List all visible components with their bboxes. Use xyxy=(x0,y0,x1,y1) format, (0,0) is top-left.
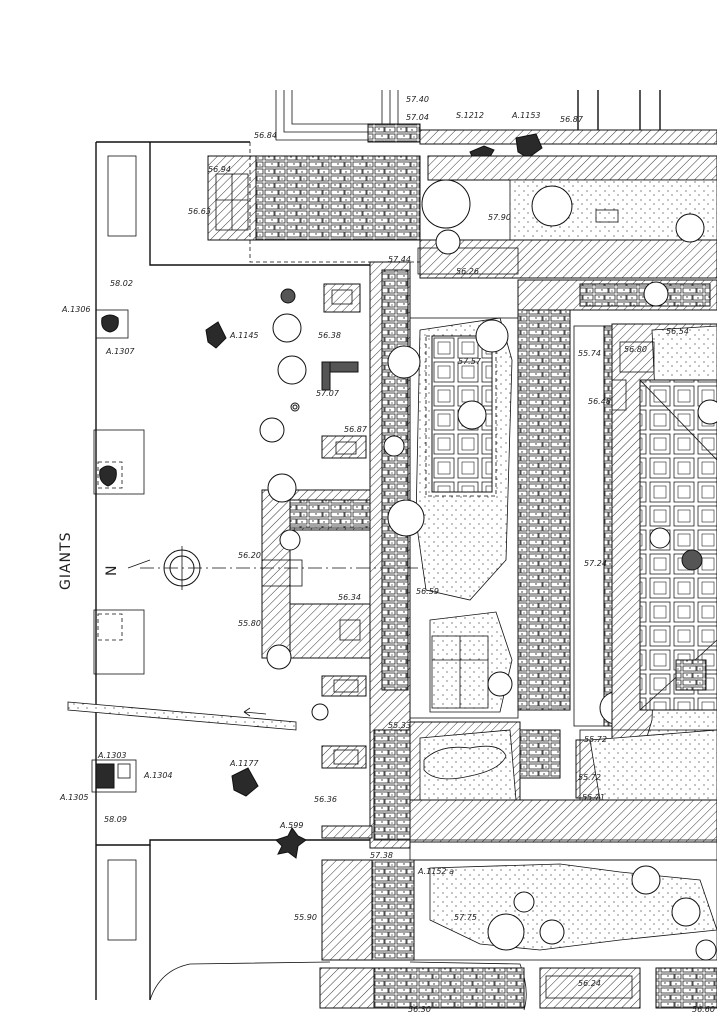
elev-56-59: 56.59 xyxy=(416,587,439,596)
find-a1303-label: A.1303 xyxy=(97,751,127,760)
elev-56-87-b: 56.87 xyxy=(344,425,368,434)
find-a599-mark xyxy=(275,827,307,859)
find-a1306-label: A.1306 xyxy=(61,305,91,314)
find-a1153-label: A.1153 xyxy=(511,111,541,120)
left-plinths xyxy=(91,309,145,793)
column-bases-left xyxy=(259,288,329,721)
find-a1305-label: A.1305 xyxy=(59,793,89,802)
elev-56-26: 56.26 xyxy=(456,267,479,276)
find-a1177-mark xyxy=(231,767,259,797)
elev-56-20: 56.20 xyxy=(238,551,261,560)
elev-58-09: 58.09 xyxy=(104,815,127,824)
find-a599-label: A.599 xyxy=(279,821,303,830)
elev-58-02: 58.02 xyxy=(110,279,133,288)
elev-55-72-b: 55.72 xyxy=(578,773,601,782)
central-chamber xyxy=(383,317,521,813)
elev-56-30: 56.30 xyxy=(408,1005,431,1014)
elev-55-74: 55.74 xyxy=(578,349,601,358)
mosaic-court xyxy=(611,323,717,761)
room-upper-left xyxy=(321,283,367,459)
elev-57-90: 57.90 xyxy=(488,213,511,222)
room-lower-left xyxy=(321,675,373,839)
find-a1307-label: A.1307 xyxy=(105,347,135,356)
elev-57-75: 57.75 xyxy=(454,913,477,922)
elev-55-80: 55.80 xyxy=(238,619,261,628)
find-a1153-mark xyxy=(515,133,543,159)
elev-56-63: 56.63 xyxy=(188,207,211,216)
elev-57-44: 57.44 xyxy=(388,255,411,264)
elev-57-24: 57.24 xyxy=(584,559,607,568)
elev-56-60: 56.60 xyxy=(692,1005,715,1014)
elev-56-94: 56.94 xyxy=(208,165,231,174)
elev-55-71: 55.71 xyxy=(582,793,605,802)
elev-56-54: 56.54 xyxy=(666,327,689,336)
room-central-left xyxy=(261,489,371,659)
bottom-section xyxy=(149,859,717,1011)
find-a1145-label: A.1145 xyxy=(229,331,259,340)
elev-56-84: 56.84 xyxy=(254,131,277,140)
lower-right-zone xyxy=(409,729,717,861)
find-a1177-label: A.1177 xyxy=(229,759,259,768)
north-arrow xyxy=(127,546,464,590)
elev-56-80: 56.80 xyxy=(624,345,647,354)
elev-56-38: 56.38 xyxy=(318,331,341,340)
outer-enclosure-walls xyxy=(95,141,370,1000)
top-corner-structure xyxy=(275,90,421,143)
elev-55-90: 55.90 xyxy=(294,913,317,922)
elev-57-04: 57.04 xyxy=(406,113,429,122)
elev-57-07: 57.07 xyxy=(316,389,340,398)
elev-56-34: 56.34 xyxy=(338,593,361,602)
find-a1145-mark xyxy=(205,321,227,349)
upper-room xyxy=(207,142,717,279)
find-a1152a-label: A.1152 a xyxy=(417,867,454,876)
elev-56-36: 56.36 xyxy=(314,795,337,804)
elev-56-24: 56.24 xyxy=(578,979,601,988)
elev-55-33: 55.33 xyxy=(388,721,411,730)
elev-57-57: 57.57 xyxy=(458,357,482,366)
find-a1304-label: A.1304 xyxy=(143,771,173,780)
elev-55-72-a: 55.72 xyxy=(584,735,607,744)
elev-56-48: 56.48 xyxy=(588,397,611,406)
giants-label: GIANTS xyxy=(58,532,74,590)
diagonal-beam xyxy=(67,701,297,731)
elev-57-40: 57.40 xyxy=(406,95,429,104)
find-s1212-label: S.1212 xyxy=(456,111,484,120)
elev-56-87: 56.87 xyxy=(560,115,584,124)
north-label: N xyxy=(104,565,120,576)
elev-57-38: 57.38 xyxy=(370,851,393,860)
top-right-walls xyxy=(419,90,717,145)
